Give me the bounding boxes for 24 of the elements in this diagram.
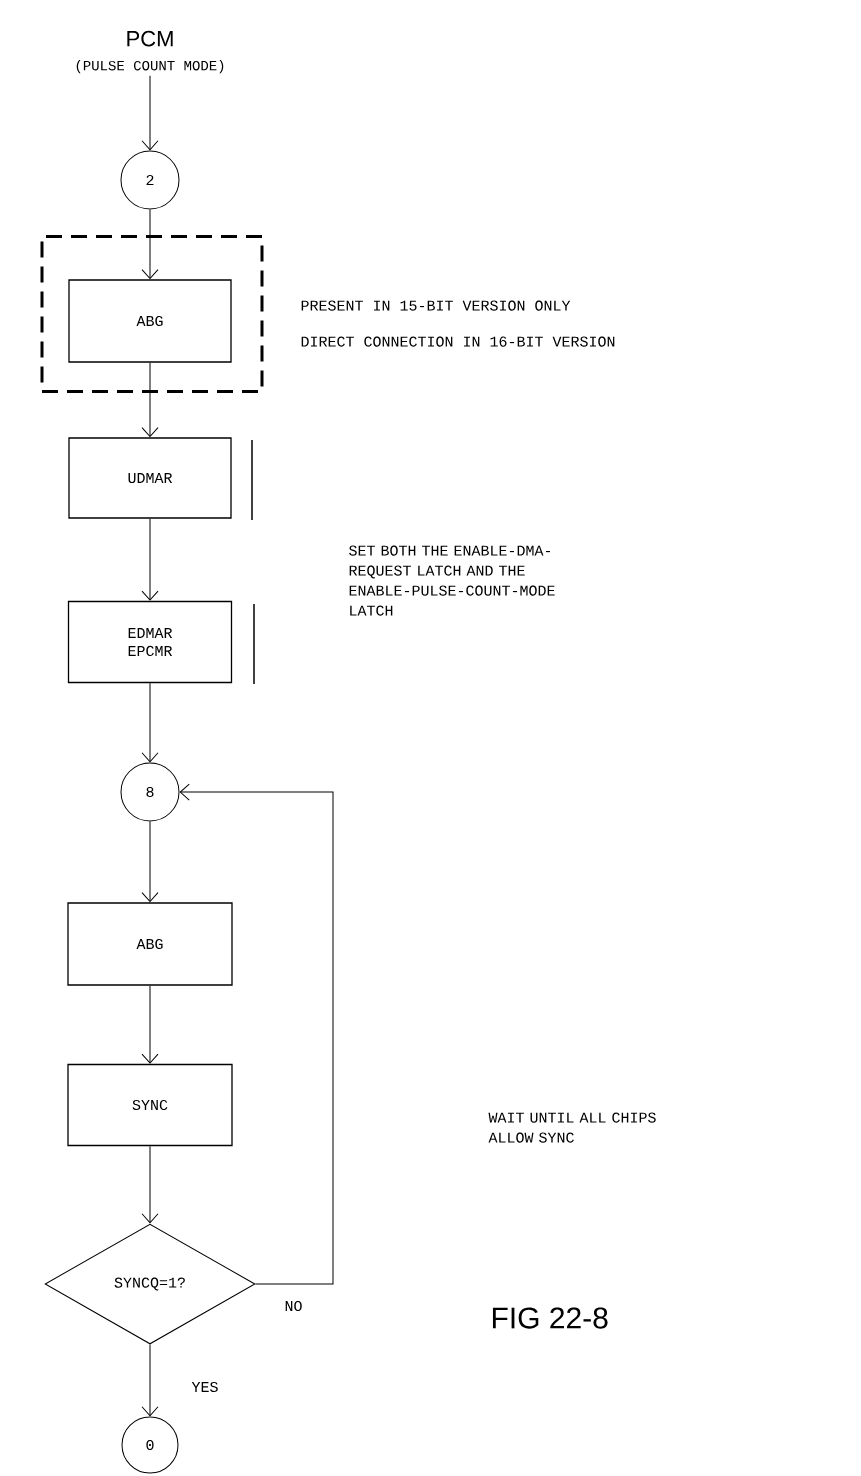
process-box: UDMAR xyxy=(68,437,232,519)
arrow xyxy=(141,985,159,1064)
arrow xyxy=(141,518,159,601)
edge-label: NO xyxy=(283,1299,304,1313)
arrow xyxy=(141,821,159,903)
note-text: PRESENT IN 15-BIT VERSION ONLY xyxy=(301,300,571,311)
process-box: ABG xyxy=(68,279,232,363)
title-text: PCM (PULSE COUNT MODE) xyxy=(76,30,224,74)
edge-label: YES xyxy=(190,1380,220,1394)
dashed-box xyxy=(40,235,264,393)
process-box: SYNC xyxy=(67,1063,233,1147)
arrow xyxy=(141,682,159,763)
process-box: EDMAR EPCMR xyxy=(67,600,233,684)
arrow xyxy=(141,209,159,280)
arrow xyxy=(179,783,334,1285)
note-text: SET BOTH THE ENABLE-DMA- REQUEST LATCH AND THE ENABLE-PULSE-COUNT-MODE LATCH xyxy=(349,545,555,616)
note-text: WAIT UNTIL ALL CHIPS ALLOW SYNC xyxy=(488,1112,656,1143)
figure-caption: FIG 22-8 xyxy=(492,1307,608,1329)
process-box: ABG xyxy=(67,902,233,986)
note-text: DIRECT CONNECTION IN 16-BIT VERSION xyxy=(301,336,615,347)
arrow xyxy=(141,1344,159,1417)
arrow xyxy=(141,1145,159,1224)
arrow xyxy=(141,75,159,151)
arrow xyxy=(141,362,159,438)
